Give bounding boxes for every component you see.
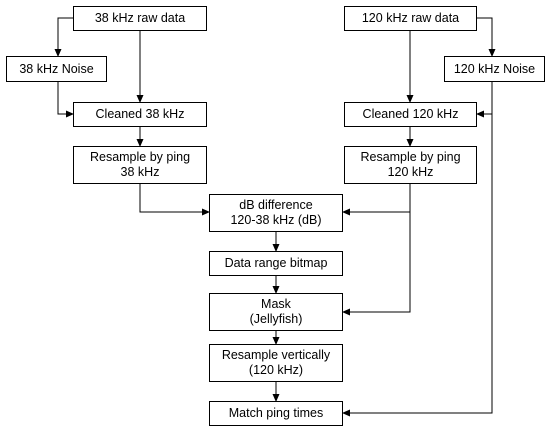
noise-38khz-box[interactable]: 38 kHz Noise [6, 56, 107, 82]
match-ping-times-box[interactable]: Match ping times [209, 401, 343, 426]
data-range-bitmap-box[interactable]: Data range bitmap [209, 251, 343, 276]
resample-by-ping-38khz-box[interactable]: Resample by ping 38 kHz [73, 146, 207, 184]
raw-data-38khz-box[interactable]: 38 kHz raw data [73, 6, 207, 31]
arrow-resample38-to-dbdiff [139, 184, 210, 216]
cleaned-38khz-box[interactable]: Cleaned 38 kHz [73, 102, 207, 127]
cleaned-120khz-box[interactable]: Cleaned 120 kHz [344, 102, 477, 127]
arrow-noise120-to-clean120 [476, 82, 493, 118]
resample-by-ping-120khz-box[interactable]: Resample by ping 120 kHz [344, 146, 477, 184]
arrow-raw120-to-noise120 [477, 17, 496, 57]
arrow-raw38-to-noise38 [54, 17, 73, 57]
raw-data-120khz-box[interactable]: 120 kHz raw data [344, 6, 477, 31]
db-difference-box[interactable]: dB difference 120-38 kHz (dB) [209, 194, 343, 232]
noise-120khz-box[interactable]: 120 kHz Noise [444, 56, 545, 82]
arrow-resample120-to-mask [342, 212, 411, 316]
arrow-resample120-to-dbdiff [342, 184, 411, 216]
arrow-noise38-to-clean38 [57, 82, 74, 118]
mask-jellyfish-box[interactable]: Mask (Jellyfish) [209, 293, 343, 331]
resample-vertically-box[interactable]: Resample vertically (120 kHz) [209, 344, 343, 382]
arrow-noise120-to-match [342, 114, 493, 417]
